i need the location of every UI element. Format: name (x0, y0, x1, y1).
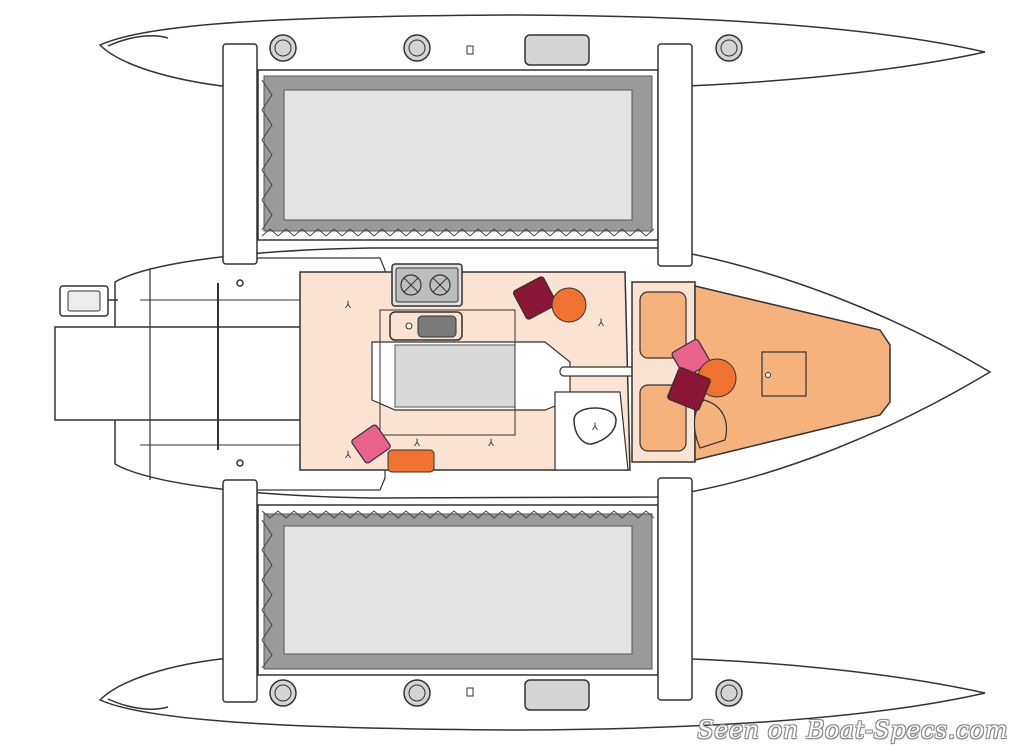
hatch-icon (715, 679, 743, 707)
hatch-icon (403, 679, 431, 707)
upper-float (98, 14, 986, 88)
hatch-icon (403, 34, 431, 62)
cushion-icon (387, 449, 435, 473)
lower-float (98, 657, 986, 731)
lower-trampoline (257, 504, 659, 676)
svg-text:⅄: ⅄ (488, 438, 495, 449)
watermark: Seen on Boat-Specs.com (697, 716, 1008, 744)
hatch-icon (269, 679, 297, 707)
hatch-icon (715, 34, 743, 62)
cushion-icon (667, 367, 711, 411)
cushion-icon (512, 276, 558, 320)
svg-text:⅄: ⅄ (592, 422, 599, 433)
svg-text:⅄: ⅄ (345, 300, 352, 311)
toilet-icon (573, 407, 617, 445)
cushion-icon (351, 424, 391, 464)
hatch-icon (269, 34, 297, 62)
svg-text:⅄: ⅄ (598, 318, 605, 329)
upper-trampoline (257, 69, 659, 241)
hatch-icon (761, 351, 807, 397)
saloon: ⅄ ⅄ ⅄ ⅄ ⅄ ⅄ (299, 263, 641, 473)
svg-text:⅄: ⅄ (345, 450, 352, 461)
forward-cabin (631, 281, 891, 463)
svg-text:⅄: ⅄ (414, 438, 421, 449)
cross-beams (222, 43, 693, 703)
cushion-icon (551, 287, 587, 323)
